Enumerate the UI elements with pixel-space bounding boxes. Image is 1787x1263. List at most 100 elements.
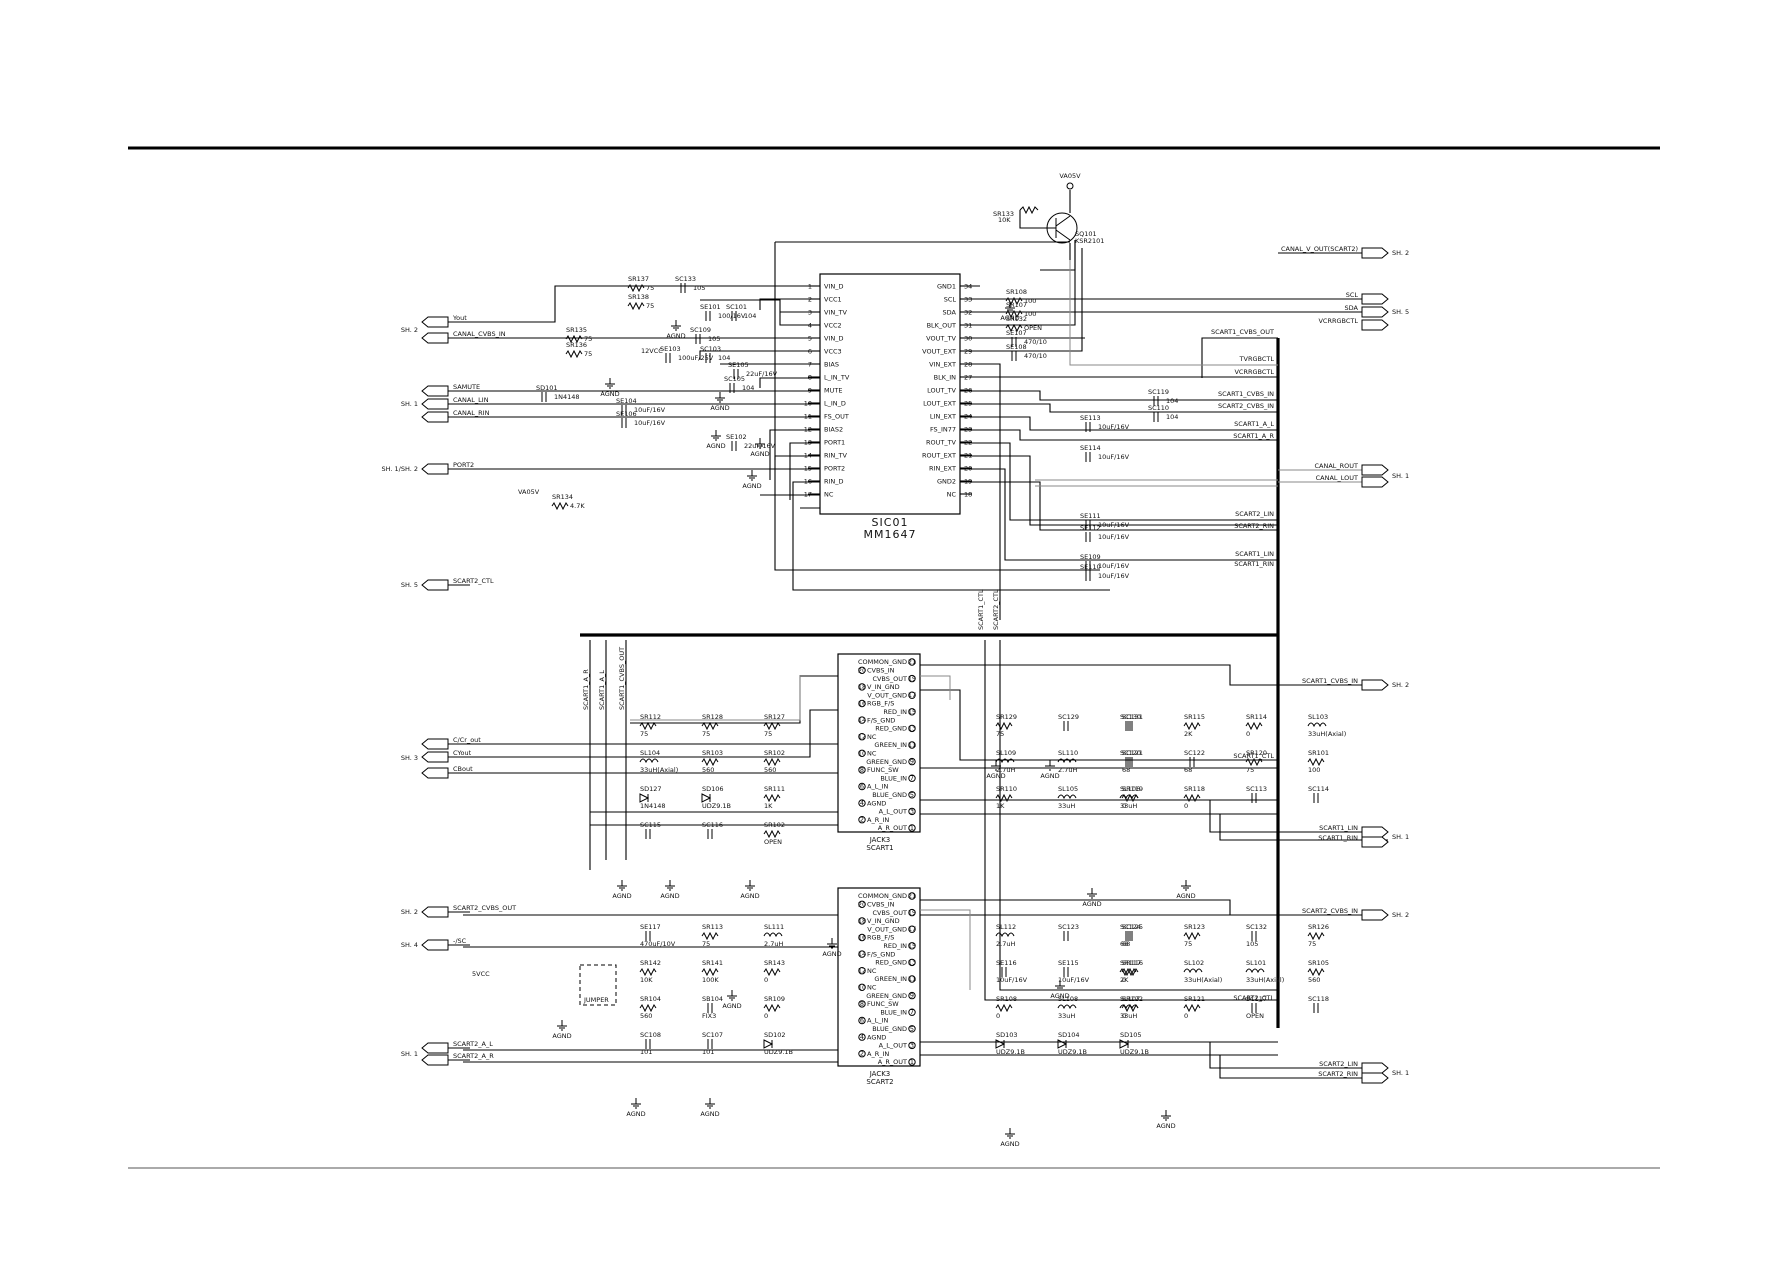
- component-ref: SD106: [702, 785, 724, 793]
- component-value: 75: [1184, 940, 1192, 948]
- component-ref: SC132: [1246, 923, 1267, 931]
- port-flag: [421, 411, 449, 423]
- ic-pin-name: MUTE: [824, 387, 842, 395]
- scart-pin: [908, 674, 916, 683]
- component-value: 10uF/16V: [1098, 562, 1130, 570]
- component-value: 0: [1122, 1012, 1126, 1020]
- scart-pin-number: 16: [858, 934, 866, 942]
- scart-pin: [858, 683, 866, 691]
- scart-pin: [908, 958, 916, 967]
- component-ref: SR126: [1308, 923, 1329, 931]
- component-ref: SC120: [1120, 749, 1141, 757]
- ic-pin-name: ROUT_EXT: [922, 452, 956, 460]
- scart-pin-number: 15: [908, 942, 916, 950]
- scart-pin-name: BLUE_GND: [872, 1025, 907, 1033]
- bus-net-label: SCART1_CTL: [1233, 752, 1274, 760]
- component-ref: SR129: [996, 713, 1017, 721]
- scart-pin-name: NC: [867, 750, 877, 758]
- ic-pin-name: NC: [824, 491, 834, 499]
- port-flag: [1361, 306, 1389, 318]
- port-sheet-label: SH. 1/SH. 2: [381, 465, 418, 473]
- scart-pin-name: BLUE_IN: [880, 1008, 907, 1016]
- component-ref: SR128: [702, 713, 723, 721]
- agnd-label: AGND: [750, 450, 769, 458]
- ic-pin-name: VCC2: [824, 322, 842, 330]
- ic-pin-name: VIN_D: [824, 283, 843, 291]
- component-value: 104: [1166, 397, 1178, 405]
- component-ref: SR143: [764, 959, 785, 967]
- ic-pin-name: FS_OUT: [824, 413, 849, 421]
- scart-pin-number: 17: [908, 925, 916, 933]
- scart-pin-number: 12: [858, 967, 866, 975]
- component-value: OPEN: [1246, 1012, 1264, 1020]
- component-ref: SC101: [726, 303, 747, 311]
- component-ref: SR108: [1006, 288, 1027, 296]
- bus-net-label: SCART1_CVBS_OUT: [1211, 328, 1274, 336]
- component-ref: SC114: [1308, 785, 1329, 793]
- scart-pin-number: 13: [908, 958, 916, 966]
- component-ref: SR102: [764, 749, 785, 757]
- ic-pin-name: VIN_D: [824, 335, 843, 343]
- port-flag: [1361, 464, 1389, 476]
- scart-pin: [858, 766, 866, 774]
- component-value: 10uF/16V: [1098, 572, 1130, 580]
- component-value: 68: [1122, 940, 1130, 948]
- component-value: 10uF/16V: [996, 976, 1028, 984]
- port-flag: [1361, 1062, 1389, 1074]
- scart-pin-name: RED_GND: [875, 959, 907, 967]
- scart-pin-number: 5: [910, 791, 914, 799]
- port-signal-label: CYout: [453, 749, 472, 757]
- component-ref: SD105: [1120, 1031, 1142, 1039]
- component-ref: SR108: [996, 995, 1017, 1003]
- scart-pin: [858, 933, 866, 942]
- component-ref: SL101: [1246, 959, 1266, 967]
- port-sheet-label: SH. 2: [1392, 681, 1409, 689]
- component-ref: SR118: [1184, 785, 1205, 793]
- component-ref: SL105: [1058, 785, 1078, 793]
- component-ref: SL109: [996, 749, 1016, 757]
- ic-pin-name: VCC1: [824, 296, 842, 304]
- scart-pin-name: GREEN_GND: [866, 992, 907, 1000]
- agnd-label: AGND: [1050, 992, 1069, 1000]
- component-ref: SC124: [1120, 923, 1141, 931]
- component-value: 68: [1120, 940, 1128, 948]
- jumper-label: JUMPER: [583, 996, 609, 1004]
- component-value: 33uH(Axial): [1246, 976, 1284, 984]
- component-ref: SE113: [1080, 414, 1101, 422]
- component-ref: SE107: [1006, 329, 1027, 337]
- ic-pin-name: BLK_OUT: [927, 322, 956, 330]
- scart-pin: [858, 1033, 866, 1041]
- component-ref: SC119: [1148, 388, 1169, 396]
- component-value: 0: [1246, 730, 1250, 738]
- agnd-label: AGND: [722, 1002, 741, 1010]
- component-value: 0: [1122, 802, 1126, 810]
- port-signal-label: CANAL_LOUT: [1316, 474, 1358, 482]
- component-ref: SC118: [1308, 995, 1329, 1003]
- port-signal-label: CBout: [453, 765, 473, 773]
- scart-pin: [858, 900, 866, 908]
- component-value: 2.7uH: [996, 940, 1015, 948]
- component-ref: SR104: [640, 995, 661, 1003]
- scart-pin-name: A_R_OUT: [878, 1058, 907, 1066]
- scart-pin: [908, 774, 916, 782]
- ic-pin-name: PORT2: [824, 465, 845, 473]
- port-sheet-label: SH. 1: [1392, 472, 1409, 480]
- scart-pin-number: 6: [860, 1017, 864, 1025]
- scart-pin-number: 11: [908, 975, 916, 983]
- component-value: 33uH: [1058, 802, 1075, 810]
- port-signal-label: SCART2_RIN: [1318, 1070, 1358, 1078]
- scart-pin: [858, 699, 866, 708]
- component-value: 101: [640, 1048, 652, 1056]
- scart-pin-name: GREEN_GND: [866, 758, 907, 766]
- sr133-val: 10K: [998, 216, 1011, 224]
- port-signal-label: -/SC: [453, 937, 467, 945]
- component-ref: SR127: [764, 713, 785, 721]
- component-value: 75: [646, 284, 654, 292]
- bus-net-label: SCART1_RIN: [1234, 560, 1274, 568]
- port-flag: [421, 316, 449, 328]
- bus-vertical-label: SCART1_CVBS_OUT: [618, 647, 626, 710]
- bus-vertical-label: SCART1_CTL: [977, 589, 985, 630]
- scart-pin-name: NC: [867, 984, 877, 992]
